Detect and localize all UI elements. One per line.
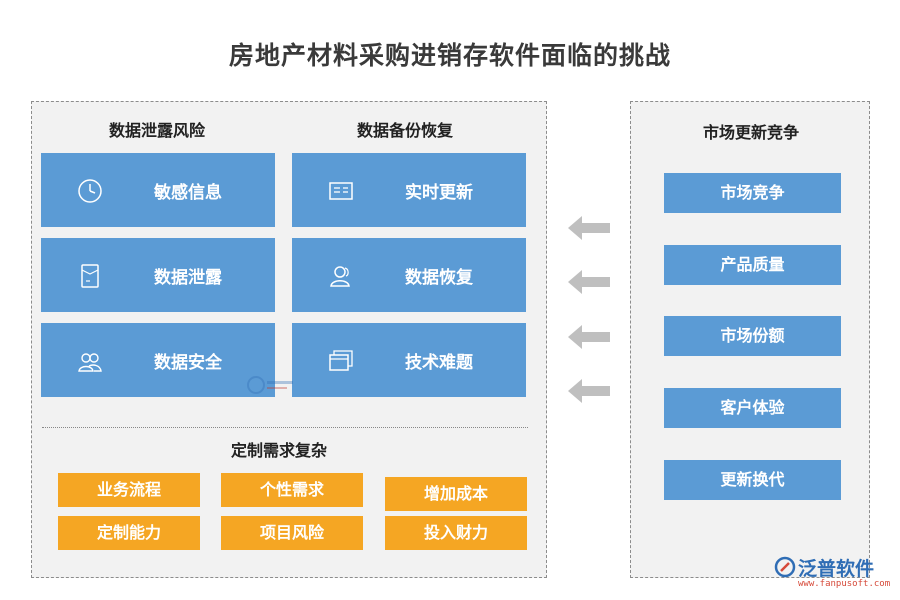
card-technical-difficulty: 技术难题 bbox=[292, 323, 526, 397]
watermark-logo-icon bbox=[247, 376, 293, 394]
left-arrow-icon bbox=[568, 270, 610, 294]
market-item-upgrade: 更新换代 bbox=[664, 460, 841, 500]
clock-icon bbox=[78, 179, 102, 203]
market-item-customer-experience: 客户体验 bbox=[664, 388, 841, 428]
custom-item-increased-cost: 增加成本 bbox=[385, 477, 527, 511]
section-divider bbox=[42, 427, 528, 428]
section-heading-data-backup: 数据备份恢复 bbox=[356, 121, 453, 140]
brand-url: www.fanpusoft.com bbox=[798, 579, 891, 589]
card-sensitive-info: 敏感信息 bbox=[41, 153, 275, 227]
brand-name: 泛普软件 bbox=[798, 558, 875, 580]
card-data-leak: 数据泄露 bbox=[41, 238, 275, 312]
user-icon bbox=[330, 266, 350, 287]
market-item-market-share: 市场份额 bbox=[664, 316, 841, 356]
market-item-competition: 市场竞争 bbox=[664, 173, 841, 213]
section-heading-market: 市场更新竞争 bbox=[702, 123, 799, 142]
custom-item-business-process: 业务流程 bbox=[58, 473, 200, 507]
users-icon bbox=[78, 353, 102, 372]
card-label: 实时更新 bbox=[405, 183, 473, 203]
card-data-security: 数据安全 bbox=[41, 323, 275, 397]
left-arrow-icon bbox=[568, 325, 610, 349]
left-arrow-icon bbox=[568, 379, 610, 403]
document-window-icon bbox=[329, 182, 353, 200]
custom-item-customization-ability: 定制能力 bbox=[58, 516, 200, 550]
custom-item-investment: 投入财力 bbox=[385, 516, 527, 550]
brand-logo-icon bbox=[774, 556, 796, 578]
document-icon bbox=[81, 264, 99, 288]
card-label: 数据安全 bbox=[154, 353, 222, 373]
page-title: 房地产材料采购进销存软件面临的挑战 bbox=[228, 41, 671, 70]
left-arrow-icon bbox=[568, 216, 610, 240]
card-label: 技术难题 bbox=[405, 353, 473, 373]
card-label: 数据恢复 bbox=[405, 268, 473, 288]
card-realtime-update: 实时更新 bbox=[292, 153, 526, 227]
brand-logo: 泛普软件 www.fanpusoft.com bbox=[774, 554, 894, 596]
section-heading-data-leak: 数据泄露风险 bbox=[108, 121, 205, 140]
section-heading-custom: 定制需求复杂 bbox=[230, 441, 327, 460]
card-label: 数据泄露 bbox=[154, 268, 222, 288]
windows-icon bbox=[329, 350, 353, 371]
custom-item-project-risk: 项目风险 bbox=[221, 516, 363, 550]
card-label: 敏感信息 bbox=[154, 183, 222, 203]
card-data-recovery: 数据恢复 bbox=[292, 238, 526, 312]
market-item-product-quality: 产品质量 bbox=[664, 245, 841, 285]
custom-item-personal-needs: 个性需求 bbox=[221, 473, 363, 507]
